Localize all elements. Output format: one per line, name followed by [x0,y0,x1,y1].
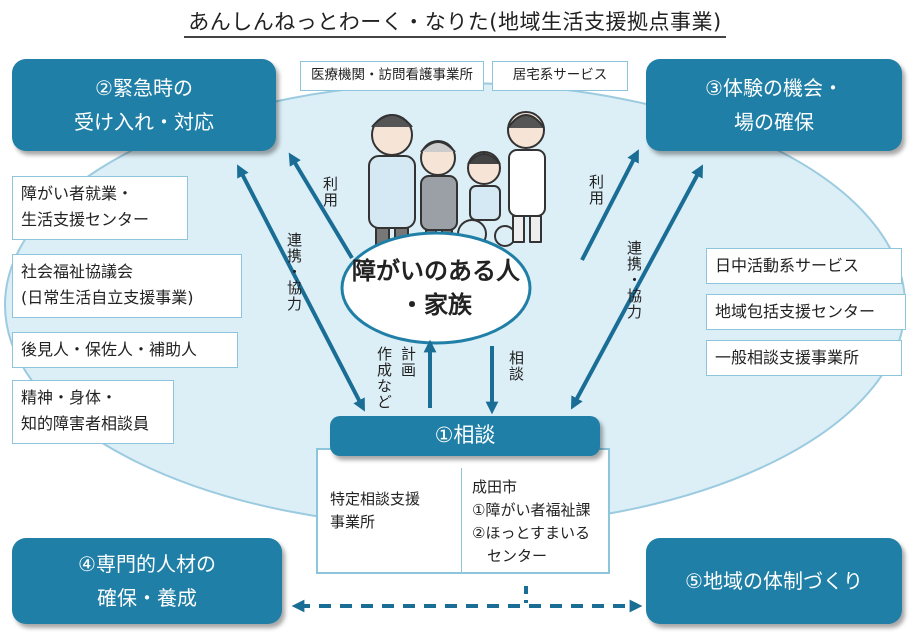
arrow-coop-left [237,164,365,412]
consult-right-text: 成田市 ①障がい者福祉課 ②ほっとすまいる センター [472,478,591,565]
page-title: あんしんねっとわーく・なりた(地域生活支援拠点事業) [0,6,910,38]
family-illustration [368,111,546,253]
experience-box: ③体験の機会・ 場の確保 [646,59,902,151]
right-service-general-consult: 一般相談支援事業所 [706,340,902,376]
consult-body: 特定相談支援 事業所 成田市 ①障がい者福祉課 ②ほっとすまいる センター [316,448,610,574]
left-service-welfare-council: 社会福祉協議会 (日常生活自立支援事業) [12,254,242,318]
center-label: 障がいのある人 ・家族 [352,257,520,319]
label-plan-line2: 作成など [375,346,393,410]
right-service-community-support: 地域包括支援センター [706,294,906,330]
label-plan-line1: 計画 [399,346,417,378]
personnel-label: ④専門的人材の 確保・養成 [78,552,216,610]
label-consult-small: 相談 [507,350,525,382]
page-title-text: あんしんねっとわーく・なりた(地域生活支援拠点事業) [184,10,726,38]
left-service-counselor: 精神・身体・ 知的障害者相談員 [12,380,174,444]
consult-divider [461,468,462,574]
emergency-box: ②緊急時の 受け入れ・対応 [12,59,276,151]
left-service-employment: 障がい者就業・ 生活支援センター [12,176,188,240]
top-service-home: 居宅系サービス [492,61,628,91]
experience-label: ③体験の機会・ 場の確保 [705,76,843,134]
label-coop-right: 連携・協力 [625,240,643,320]
community-box: ⑤地域の体制づくり [646,538,902,624]
right-service-daytime: 日中活動系サービス [706,248,902,284]
label-use-left: 利用 [321,176,339,208]
arrow-coop-right [570,164,704,410]
label-use-right: 利用 [587,174,605,206]
label-coop-left: 連携・協力 [285,232,303,312]
community-label: ⑤地域の体制づくり [685,569,863,593]
emergency-label: ②緊急時の 受け入れ・対応 [74,76,214,134]
consult-title: ①相談 [330,416,600,456]
left-service-guardian: 後見人・保佐人・補助人 [12,332,238,368]
consult-left-text: 特定相談支援 事業所 [330,490,421,531]
top-service-medical: 医療機関・訪問看護事業所 [300,61,484,91]
arrows [237,149,704,613]
personnel-box: ④専門的人材の 確保・養成 [12,538,282,624]
